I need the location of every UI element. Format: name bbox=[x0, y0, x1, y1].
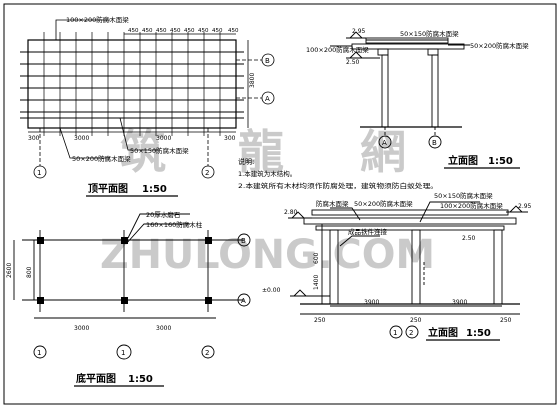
top-plan-text: 100×200防腐木面梁 50×200防腐木面梁 50×150防腐木面梁 450… bbox=[28, 15, 270, 197]
top-dim-b1: 300 bbox=[28, 135, 40, 142]
front-elev-title: 立面图 bbox=[428, 326, 458, 339]
base-dim-left: 2600 bbox=[6, 263, 13, 278]
front-elev-right: 2.95 bbox=[518, 203, 532, 210]
top-axis-a: A bbox=[265, 95, 270, 103]
top-dim-3: 450 bbox=[156, 28, 167, 34]
top-plan-beams bbox=[20, 51, 244, 119]
base-plan bbox=[13, 213, 251, 360]
top-axis-1: 1 bbox=[37, 169, 41, 177]
watermark: 筑 龍 網 ZHULONG.COM bbox=[100, 125, 435, 278]
front-dim-end-1: 250 bbox=[314, 317, 326, 324]
side-axis-a: A bbox=[382, 139, 387, 147]
base-plan-scale: 1:50 bbox=[128, 374, 153, 385]
front-elevation bbox=[288, 201, 528, 339]
front-dim-b2: 3900 bbox=[452, 299, 467, 306]
top-dim-b3: 3000 bbox=[156, 135, 171, 142]
front-axis-2: 2 bbox=[409, 329, 413, 337]
front-dim-b1: 3900 bbox=[364, 299, 379, 306]
top-dim-4: 450 bbox=[170, 28, 181, 34]
top-plan-label-beam-lower: 50×200防腐木面梁 bbox=[72, 154, 131, 163]
side-label-left: 100×200防腐木面梁 bbox=[306, 45, 369, 54]
watermark-url: ZHULONG.COM bbox=[100, 232, 435, 278]
front-elev-base: ±0.00 bbox=[262, 287, 281, 294]
side-elev-scale: 1:50 bbox=[488, 156, 513, 167]
front-label-beam2: 50×200防腐木面梁 bbox=[354, 199, 413, 208]
side-elev-top: 2.95 bbox=[352, 28, 366, 35]
base-axis-2: 2 bbox=[205, 349, 209, 357]
notes: 说明: 1.本建筑为木结构。 2.本建筑所有木材均须作防腐处理，建筑物须防白蚁处… bbox=[238, 157, 438, 190]
front-dim-v1: 600 bbox=[313, 252, 320, 264]
base-dim-inner: 800 bbox=[26, 266, 33, 278]
side-elevation-text: 50×150防腐木面梁 100×200防腐木面梁 50×200防腐木面梁 2.9… bbox=[306, 28, 529, 169]
front-label-post: 成品铁件连接 bbox=[348, 227, 388, 236]
side-axis-b: B bbox=[432, 139, 437, 147]
front-label-beam3: 100×200防腐木面梁 bbox=[440, 201, 503, 210]
axis-bubble-1 bbox=[33, 165, 47, 179]
base-label-footing: 160×160防腐木柱 bbox=[146, 220, 203, 229]
side-elev-mid: 2.50 bbox=[346, 59, 360, 66]
top-dim-7: 450 bbox=[212, 28, 223, 34]
base-axis-b: B bbox=[241, 237, 246, 245]
side-label-right: 50×200防腐木面梁 bbox=[470, 41, 529, 50]
front-dim-v2: 1400 bbox=[313, 275, 320, 290]
watermark-char-3: 網 bbox=[360, 125, 406, 179]
front-elev-scale: 1:50 bbox=[466, 328, 491, 339]
base-label-column: 20厚水磨石 bbox=[146, 210, 181, 219]
top-plan-label-beam: 100×200防腐木面梁 bbox=[66, 15, 129, 24]
top-dim-5: 450 bbox=[184, 28, 195, 34]
front-label-beam1: 防腐木面梁 bbox=[316, 199, 349, 208]
watermark-char-1: 筑 bbox=[120, 125, 166, 179]
front-dim-end-2: 250 bbox=[410, 317, 422, 324]
top-dim-8: 450 bbox=[228, 28, 239, 34]
base-plan-text: 20厚水磨石 160×160防腐木柱 2600 800 3000 3000 1 … bbox=[6, 210, 246, 387]
base-axis-a: A bbox=[241, 297, 246, 305]
top-plan-label-slat: 50×150防腐木面梁 bbox=[130, 146, 189, 155]
axis-bubble-2 bbox=[201, 165, 215, 179]
watermark-char-2: 龍 bbox=[238, 125, 284, 179]
front-elev-top: 2.80 bbox=[284, 209, 298, 216]
top-plan bbox=[20, 19, 275, 179]
top-plan-scale: 1:50 bbox=[142, 184, 167, 195]
top-plan-title: 顶平面图 bbox=[88, 183, 128, 195]
axis-bubble-a bbox=[261, 91, 275, 105]
top-dim-2: 450 bbox=[142, 28, 153, 34]
side-elev-title: 立面图 bbox=[448, 154, 478, 167]
base-dim-b1: 3000 bbox=[74, 325, 89, 332]
axis-bubble-b bbox=[261, 53, 275, 67]
base-plan-title: 底平面图 bbox=[76, 372, 116, 385]
notes-heading: 说明: bbox=[238, 157, 254, 166]
notes-line-2: 2.本建筑所有木材均须作防腐处理，建筑物须防白蚁处理。 bbox=[238, 181, 438, 190]
front-label-slat: 50×150防腐木面梁 bbox=[434, 191, 493, 200]
top-dim-6: 450 bbox=[198, 28, 209, 34]
front-elevation-text: 50×150防腐木面梁 防腐木面梁 50×200防腐木面梁 100×200防腐木… bbox=[262, 191, 532, 341]
base-marker: 1 bbox=[121, 349, 125, 357]
top-dim-right: 3800 bbox=[249, 73, 256, 88]
side-label-top: 50×150防腐木面梁 bbox=[400, 29, 459, 38]
base-dim-b2: 3000 bbox=[156, 325, 171, 332]
notes-line-1: 1.本建筑为木结构。 bbox=[238, 169, 296, 178]
top-dim-1: 450 bbox=[128, 28, 139, 34]
front-dim-end-3: 250 bbox=[500, 317, 512, 324]
front-axis-1: 1 bbox=[393, 329, 397, 337]
side-elevation bbox=[330, 31, 470, 149]
base-axis-1: 1 bbox=[37, 349, 41, 357]
top-axis-b: B bbox=[265, 57, 270, 65]
top-plan-slats bbox=[43, 32, 221, 136]
top-axis-2: 2 bbox=[205, 169, 209, 177]
sheet-border bbox=[3, 3, 557, 405]
top-dim-b2: 3000 bbox=[74, 135, 89, 142]
front-elev-mid: 2.50 bbox=[462, 235, 476, 242]
top-dim-b4: 300 bbox=[224, 135, 236, 142]
base-columns bbox=[37, 237, 212, 304]
